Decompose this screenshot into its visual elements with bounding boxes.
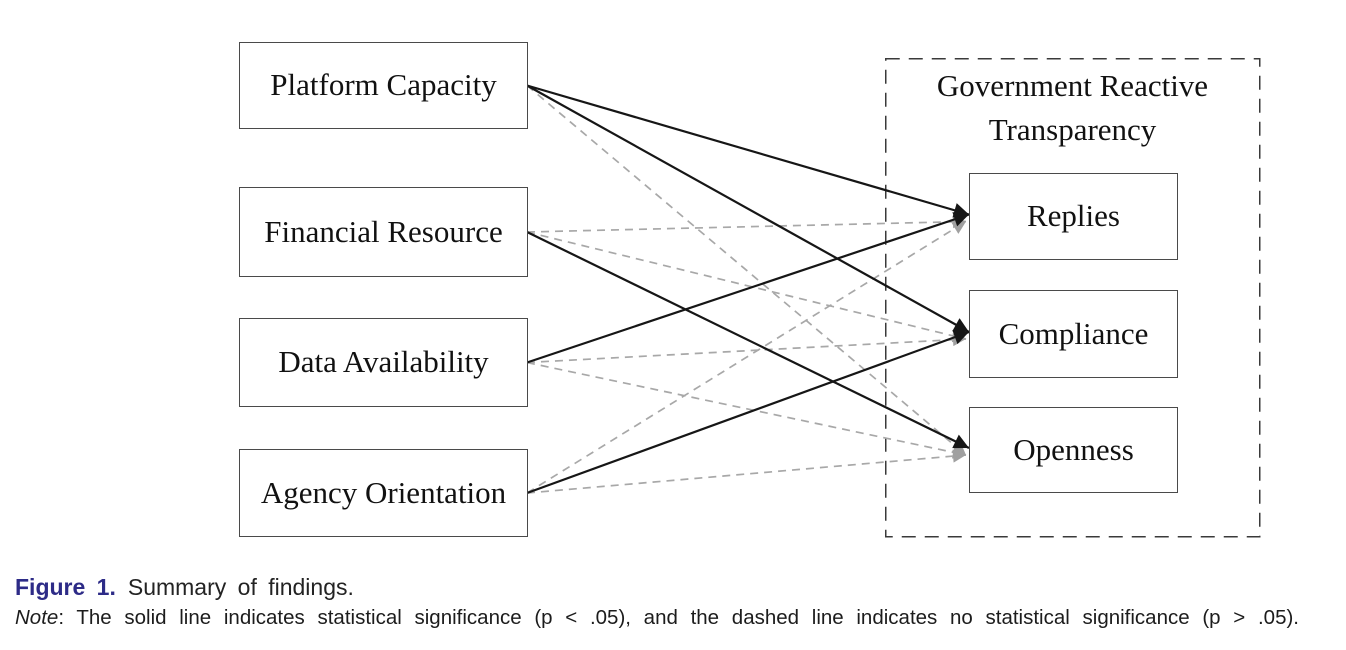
figure-note: Note: The solid line indicates statistic… [15, 606, 1299, 630]
edge-data_availability-replies-solid [526, 212, 970, 364]
edge-financial_resource-openness-solid [526, 231, 970, 449]
node-data-availability: Data Availability [239, 318, 528, 407]
edge-agency_orientation-openness-dashed [526, 449, 967, 494]
figure-caption-text: Summary of findings. [127, 574, 354, 600]
node-label: Platform Capacity [270, 67, 497, 103]
node-label: Agency Orientation [260, 474, 507, 510]
node-label: Data Availability [278, 344, 489, 380]
node-label: Replies [1027, 198, 1120, 234]
note-label: Note [15, 606, 59, 629]
edge-agency_orientation-replies-dashed [526, 220, 967, 494]
node-openness: Openness [969, 407, 1178, 493]
node-compliance: Compliance [969, 290, 1178, 378]
node-label: Financial Resource [264, 213, 503, 249]
figure-caption: Figure 1. Summary of findings. [15, 574, 1315, 601]
edge-financial_resource-replies-dashed [526, 215, 967, 233]
figure-number-label: Figure 1. [15, 574, 116, 600]
node-label: Openness [1013, 431, 1134, 467]
group-title: Government Reactive Transparency [936, 68, 1209, 147]
edge-agency_orientation-compliance-solid [526, 330, 970, 495]
node-agency-orientation: Agency Orientation [239, 449, 528, 537]
edge-financial_resource-compliance-dashed [526, 231, 967, 343]
node-platform-capacity: Platform Capacity [239, 42, 528, 129]
note-text: : The solid line indicates statistical s… [58, 606, 1299, 629]
node-label: Compliance [998, 315, 1149, 351]
node-financial-resource: Financial Resource [239, 187, 528, 277]
edge-data_availability-openness-dashed [526, 361, 967, 459]
node-replies: Replies [969, 173, 1178, 260]
edge-data_availability-compliance-dashed [526, 333, 967, 364]
